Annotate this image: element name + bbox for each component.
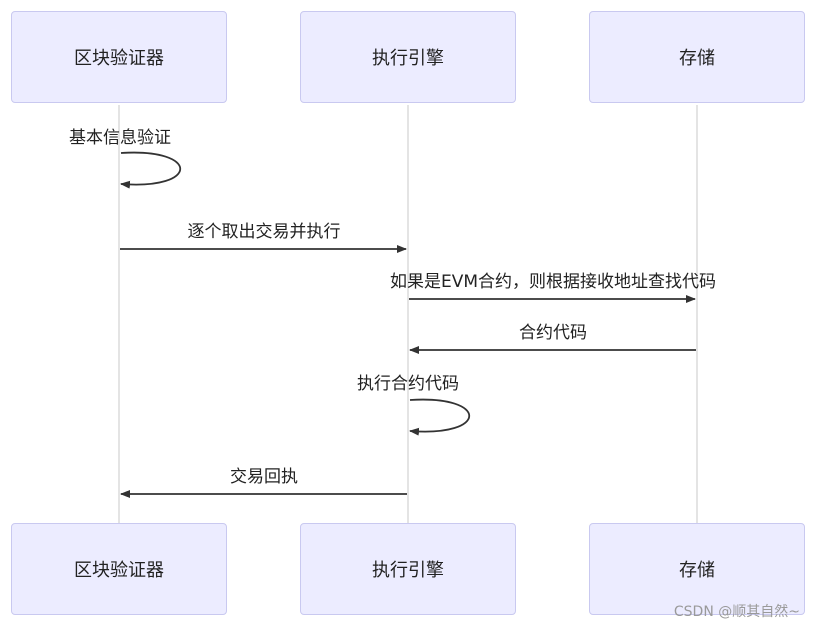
message-label-m2: 逐个取出交易并执行	[187, 222, 341, 242]
actor-storage-top: 存储	[589, 11, 805, 103]
message-label-m3: 如果是EVM合约，则根据接收地址查找代码	[389, 272, 717, 292]
message-label-m5: 执行合约代码	[357, 374, 459, 394]
message-arrow-m1	[120, 151, 181, 189]
message-label-m1: 基本信息验证	[69, 128, 171, 148]
message-label-m4: 合约代码	[519, 323, 587, 343]
actor-engine-bottom: 执行引擎	[300, 523, 516, 615]
actor-engine-top: 执行引擎	[300, 11, 516, 103]
message-label-m6: 交易回执	[230, 467, 298, 487]
actor-validator-top: 区块验证器	[11, 11, 227, 103]
actor-validator-bottom: 区块验证器	[11, 523, 227, 615]
watermark: CSDN @顺其自然~	[673, 604, 800, 620]
actor-storage-bottom: 存储	[589, 523, 805, 615]
message-arrow-m5	[409, 398, 470, 436]
